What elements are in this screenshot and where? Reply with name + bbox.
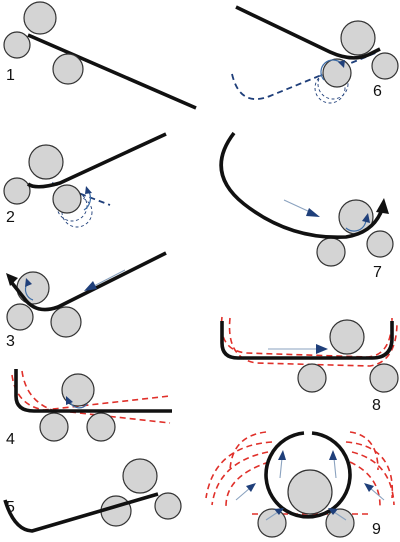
step-7-plate (219, 131, 383, 240)
step-3-number: 3 (6, 333, 15, 350)
step-9-inner-arrowhead-left (278, 450, 286, 460)
step-7-bottom-roller (316, 237, 346, 267)
step-4-left-roller (39, 412, 69, 442)
step-9-bottom-arrowhead-right (328, 508, 338, 515)
step-9-bottom-arrow-left-line (265, 511, 279, 521)
step-8-feed-arrowhead (316, 344, 328, 354)
step-3-top-roller (16, 271, 50, 305)
step-8-panel: 8 (220, 316, 399, 414)
step-3-panel: 3 (6, 251, 167, 350)
step-6-previous-plate (231, 51, 379, 101)
step-6-right-roller (371, 52, 399, 80)
step-1-bottom-roller (52, 53, 84, 85)
step-9-panel: 9 (205, 431, 395, 538)
step-8-plate (220, 321, 394, 360)
step-4-top-roller (61, 373, 95, 407)
step-8-right-roller (369, 363, 399, 393)
step-4-panel: 4 (6, 369, 172, 448)
step-9-outer-arrowhead-right (364, 483, 374, 492)
step-3-rotation-arrowhead (25, 278, 32, 287)
step-6-plate (235, 5, 381, 60)
step-2-left-roller (3, 177, 31, 205)
step-3-feed-arrowhead (84, 281, 97, 291)
step-9-outer-arrow-right-line (369, 487, 385, 501)
step-3-plate (10, 251, 167, 312)
step-9-bottom-arrow-right-line (333, 511, 347, 521)
step-4-rotation-arrowhead (66, 396, 73, 405)
step-9-springback-trace-right-4 (349, 431, 379, 471)
step-5-top-roller (122, 458, 158, 494)
step-9-top-roller (287, 469, 333, 515)
step-8-left-roller (297, 363, 327, 393)
step-6-rotation-arrowhead (338, 60, 345, 68)
step-4-plate (14, 369, 172, 413)
step-6-bottom-roller (322, 58, 352, 88)
step-7-exit-arrowhead (376, 198, 389, 214)
step-5-number: 5 (6, 499, 15, 516)
step-8-springback-trace-2 (228, 317, 398, 367)
step-9-inner-arrow-right-line (333, 457, 337, 479)
step-8-number: 8 (372, 397, 381, 414)
step-7-feed-arrowhead (306, 208, 320, 217)
step-9-springback-trace-left-2 (211, 451, 269, 506)
step-2-rotation-arrowhead (85, 186, 92, 194)
step-3-bottom-roller (50, 306, 82, 338)
step-1-panel: 1 (3, 1, 197, 110)
step-2-top-roller (28, 144, 64, 180)
step-5-plate (3, 492, 159, 533)
step-6-top-roller (340, 20, 376, 56)
step-2-panel: 2 (3, 132, 167, 228)
step-6-previous-roller-b (317, 68, 349, 100)
step-6-panel: 6 (231, 5, 399, 104)
step-9-bottom-arrowhead-left (274, 508, 284, 515)
step-9-inner-arrow-left-line (279, 457, 283, 479)
step-3-left-roller (6, 303, 34, 331)
step-5-panel: 5 (3, 458, 182, 533)
step-9-outer-arrow-left-line (235, 487, 251, 501)
step-7-rotation-arrow (345, 219, 367, 232)
step-9-number: 9 (372, 521, 381, 538)
step-9-right-roller (325, 508, 355, 538)
step-9-left-roller (257, 508, 287, 538)
step-9-outer-arrowhead-left (246, 483, 256, 492)
step-8-top-roller (329, 319, 365, 355)
step-2-bottom-roller (52, 184, 82, 214)
step-9-springback-trace-left-4 (229, 431, 267, 471)
step-2-plate (26, 132, 167, 189)
step-9-springback-trace-left-1 (225, 461, 270, 507)
step-1-number: 1 (6, 67, 15, 84)
step-8-springback-trace-1 (220, 316, 393, 358)
step-7-right-roller (366, 230, 394, 258)
step-1-plate (27, 33, 197, 110)
step-3-feed-arrow-line (93, 269, 126, 287)
step-9-plate-ring (264, 431, 352, 519)
step-9-springback-trace-left-3 (205, 441, 273, 499)
step-6-previous-roller-a (314, 72, 346, 104)
step-4-right-roller (86, 412, 116, 442)
step-6-rotation-arrow (320, 59, 343, 81)
step-3-exit-arrowhead (6, 273, 18, 286)
step-4-rotation-arrow (69, 401, 88, 409)
step-9-springback-trace-right-1 (349, 461, 381, 507)
step-2-rotation-arrow (83, 191, 92, 211)
step-1-left-roller (3, 31, 31, 59)
step-9-springback-trace-right-3 (345, 441, 394, 499)
step-7-feed-arrow-line (283, 199, 311, 213)
step-4-number: 4 (6, 431, 15, 448)
step-7-number: 7 (373, 264, 382, 281)
step-2-number: 2 (6, 209, 15, 226)
step-9-springback-trace-right-2 (351, 451, 395, 506)
step-7-panel: 7 (219, 131, 394, 281)
step-6-number: 6 (373, 83, 382, 100)
step-1-top-roller (23, 1, 57, 35)
step-7-rotation-arrowhead (362, 213, 370, 223)
step-5-right-roller (154, 492, 182, 520)
step-9-inner-arrowhead-right (329, 450, 337, 460)
